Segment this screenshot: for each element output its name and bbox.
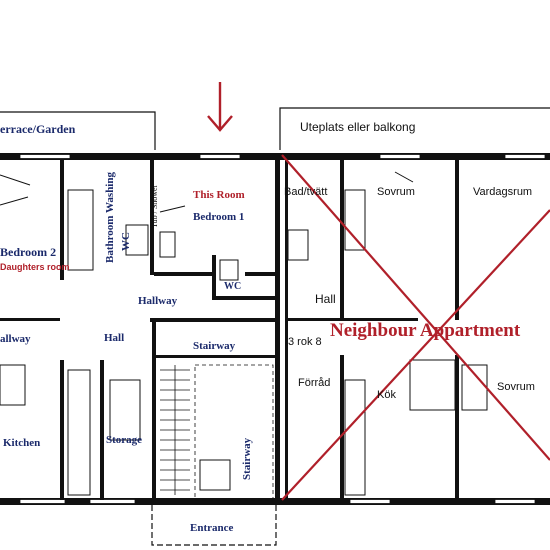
neighbour-cross bbox=[281, 154, 550, 501]
wc-small-label: WC bbox=[224, 281, 241, 292]
tub-shower-label: Tub / Shower bbox=[150, 184, 159, 228]
kitchen-label: Kitchen bbox=[3, 437, 40, 449]
vardagsrum-label: Vardagsrum bbox=[473, 186, 532, 198]
rok-label: 3 rok 8 bbox=[288, 336, 322, 348]
hallway-label: Hallway bbox=[138, 295, 178, 307]
forrad-label: Förråd bbox=[298, 377, 330, 389]
this-room-label: This Room bbox=[193, 189, 245, 201]
entrance-label: Entrance bbox=[190, 522, 234, 534]
entrance-outline bbox=[151, 505, 277, 546]
hall-right-label: Hall bbox=[315, 292, 336, 306]
bedroom1-label: Bedroom 1 bbox=[193, 211, 244, 223]
sovrum-bottom-label: Sovrum bbox=[497, 381, 535, 393]
fixtures bbox=[0, 171, 488, 496]
stair-dashed-outline bbox=[194, 364, 274, 501]
neighbour-label: Neighbour Appartment bbox=[330, 320, 521, 341]
arrow-down-icon bbox=[207, 82, 233, 132]
badtvatt-label: Bad/tvätt bbox=[284, 186, 327, 198]
stairway-vertical-label: Stairway bbox=[241, 437, 253, 480]
bathroom-washing-label: Bathroom Washing bbox=[104, 172, 116, 263]
kok-label: Kök bbox=[377, 389, 396, 401]
bedroom2-label: Bedroom 2 bbox=[0, 245, 56, 259]
balcony-outline bbox=[279, 107, 550, 150]
hall-label: Hall bbox=[104, 332, 124, 344]
hallway-left-label: allway bbox=[0, 333, 31, 345]
uteplats-label: Uteplats eller balkong bbox=[300, 120, 415, 134]
terrace-label: errace/Garden bbox=[0, 122, 76, 136]
daughters-room-label: Daughters room bbox=[0, 262, 70, 272]
stair-treads bbox=[160, 365, 190, 495]
sovrum-top-label: Sovrum bbox=[377, 186, 415, 198]
interior-walls bbox=[0, 160, 459, 505]
storage-label: Storage bbox=[106, 434, 142, 446]
wc-left-label: WC bbox=[120, 232, 132, 251]
terrace-outline bbox=[0, 111, 156, 150]
stairway-top-label: Stairway bbox=[193, 340, 236, 352]
